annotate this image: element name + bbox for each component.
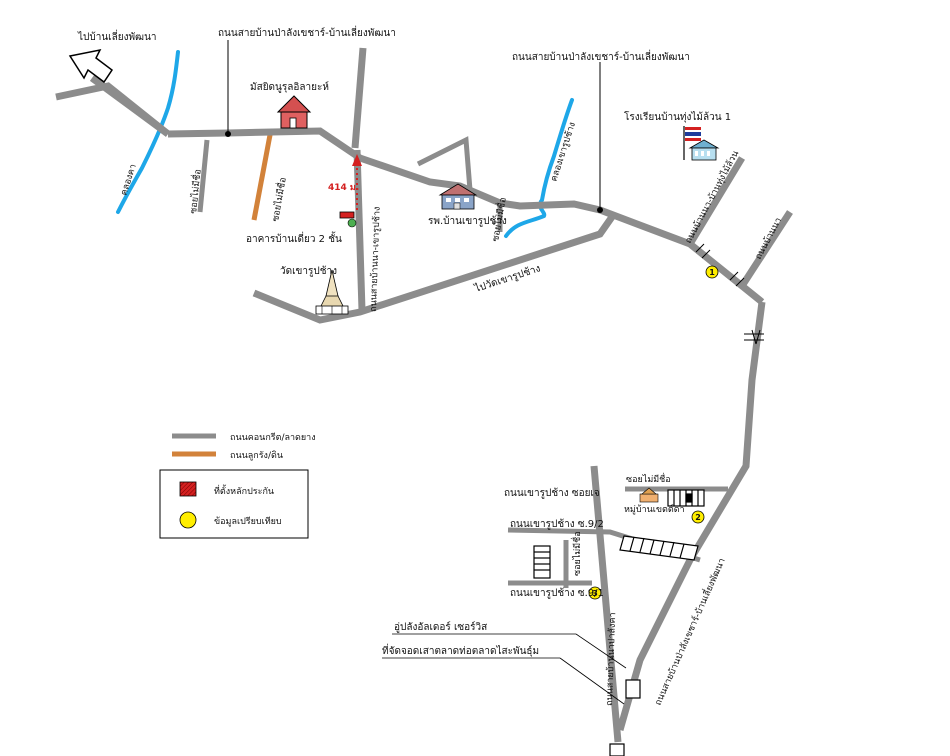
label-road-main-south: ถนนสายบ้านป่าลังเขชาร์-บ้านเลี่ยงพัฒนา: [651, 556, 728, 708]
road-loop-hospital: [416, 136, 473, 191]
house-icon: [276, 95, 312, 129]
comparable-marker-2: 2: [691, 510, 705, 524]
junction-dot: [597, 207, 603, 213]
label-road-ban-na-thung: ถนนบ้านนา-บ้านทุ่งไม้ล้วน: [683, 149, 741, 246]
canal-left: [116, 50, 180, 214]
subject-property-marker: [339, 211, 357, 228]
svg-text:2: 2: [695, 513, 701, 522]
label-car-wash: ที่จัดจอดเสาตลาดท่อตลาดไสะพันธุ์ม: [382, 643, 539, 657]
label-wat: วัดเขารูปช้าง: [280, 265, 337, 277]
road-main-south: [616, 301, 766, 731]
leader-line: [575, 633, 627, 669]
label-road-soi-9-1: ถนนเขารูปช้าง ซ.9/1: [510, 587, 604, 599]
legend-label-comparable: ข้อมูลเปรียบเทียบ: [214, 516, 282, 527]
road-vertical-kao-rup-chang: [353, 149, 366, 311]
svg-text:3: 3: [592, 589, 598, 598]
label-road-top-left: ถนนสายบ้านป่าลังเขชาร์-บ้านเลี่ยงพัฒนา: [218, 25, 396, 39]
svg-text:1: 1: [709, 268, 715, 277]
label-road-soi-9-2: ถนนเขารูปช้าง ซ.9/2: [510, 518, 604, 530]
junction-dot: [225, 131, 231, 137]
label-soi-nameless-2: ซอยไม่มีชื่อ: [268, 176, 289, 222]
label-road-soi-jo: ถนนเขารูปช้าง ซอยเจ: [504, 487, 600, 499]
leader-line: [559, 657, 625, 705]
road-to-village-arrow: [89, 75, 171, 137]
label-village: หมู่บ้านเขตต์ดา: [624, 503, 685, 515]
legend-label-paved-road: ถนนคอนกรีต/ลาดยาง: [230, 432, 316, 443]
village-icon: [639, 487, 659, 503]
road-soi-nameless-1: [197, 139, 210, 213]
label-distance: 414 ม.: [328, 183, 359, 193]
label-to-ban-lao-phatthana: ไปบ้านเลี่ยงพัฒนา: [77, 29, 157, 43]
comparable-marker-1: 1: [705, 265, 719, 279]
label-soi-vertical-small: ซอยไม่มีชื่อ: [570, 531, 583, 576]
road-south-vertical: [590, 465, 622, 743]
legend-label-subject-property: ที่ตั้งหลักประกัน: [214, 484, 274, 497]
label-hospital: รพ.บ้านเขารูปช้าง: [428, 215, 507, 227]
label-road-kao-rup-chang-vertical: ถนนสายบ้านนา-เขารูปช้าง: [368, 206, 383, 312]
road-break-marks: [695, 243, 764, 345]
laterite-soi: [251, 134, 273, 221]
building-blocks-soi-jo: [667, 489, 705, 507]
road-to-school: [687, 156, 745, 246]
label-road-ban-na: ถนนบ้านนา: [753, 216, 784, 262]
direction-arrow-icon: [68, 48, 114, 84]
legend-box: [159, 469, 309, 539]
label-school: โรงเรียนบ้านทุ่งไม้ล้วน 1: [624, 110, 731, 123]
label-soi-nameless-top: ซอยไม่มีชื่อ: [626, 472, 671, 485]
building-small-south: [609, 679, 641, 756]
road-ban-na: [739, 210, 793, 288]
building-blocks-soi-9-1: [533, 545, 551, 579]
legend-label-laterite-road: ถนนลูกรัง/ดิน: [230, 450, 283, 461]
legend: ถนนคอนกรีต/ลาดยาง ถนนลูกรัง/ดิน ที่ตั้งห…: [159, 432, 316, 539]
legend-swatch-subject-property: [179, 481, 197, 497]
hospital-icon: [438, 183, 478, 210]
school-flag-icon: [683, 126, 720, 161]
comparable-marker-3: 3: [588, 586, 602, 600]
label-mosque: มัสยิดนูรุลอิลายะห์: [250, 81, 329, 93]
canal-right: [504, 98, 574, 238]
distance-arrowhead: [352, 154, 362, 166]
label-road-top-right: ถนนสายบ้านป่าลังเขชาร์-บ้านเลี่ยงพัฒนา: [512, 49, 690, 63]
label-building-2-storey: อาคารบ้านเดี่ยว 2 ชั้น: [246, 231, 342, 245]
label-garage: อู่ปลังอัลเดอร์ เซอร์วิส: [394, 621, 487, 633]
road-north-spur: [351, 47, 367, 149]
road-to-wat: [252, 211, 617, 324]
legend-swatch-comparable: [179, 511, 197, 529]
label-road-south-vertical: ถนนสายบ้านนาปาลังคา: [604, 612, 618, 706]
building-blocks-soi-9-2: [619, 535, 699, 561]
temple-icon: [315, 269, 349, 315]
